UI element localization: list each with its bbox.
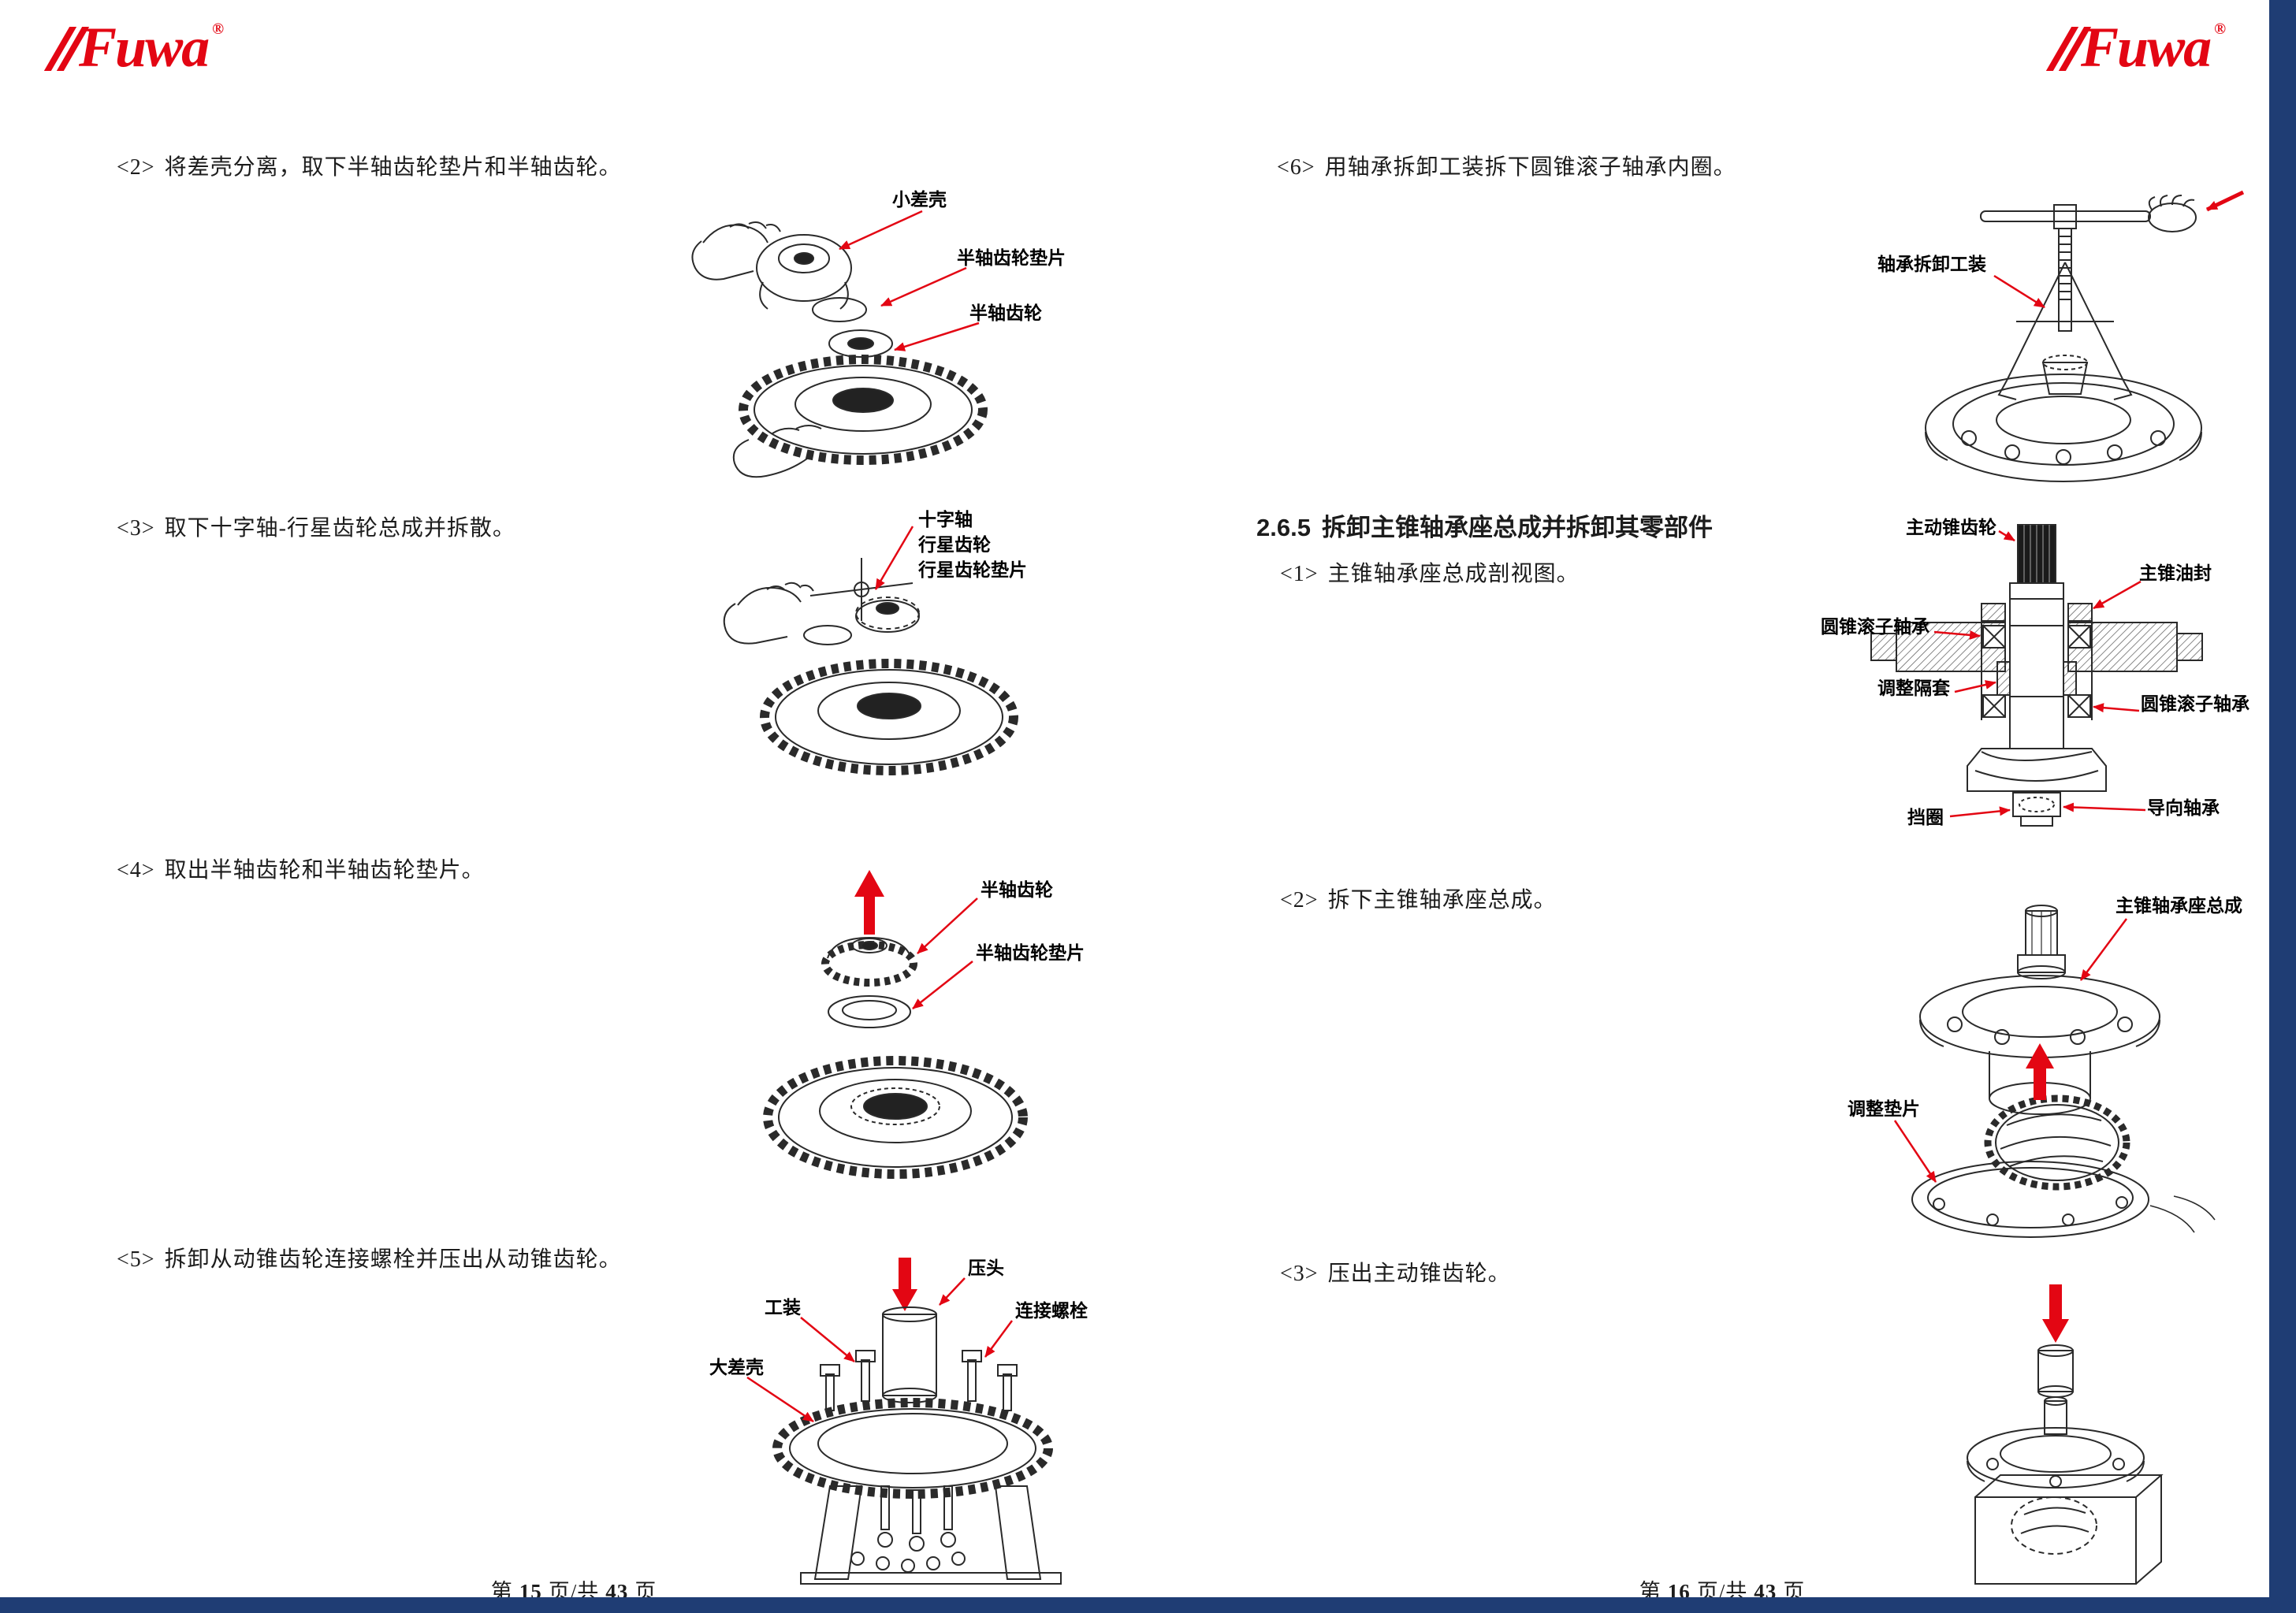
step-text: 取下十字轴-行星齿轮总成并拆散。 (164, 516, 515, 541)
section-title: 拆卸主锥轴承座总成并拆卸其零部件 (1321, 514, 1713, 541)
figure-pinion-housing-cross-section: 主动锥齿轮 主锥油封 圆锥滚子轴承 调整隔套 圆锥滚子轴承 挡圈 导向轴承 (1803, 507, 2261, 854)
part-label-pinion-housing-assembly: 主锥轴承座总成 (2116, 895, 2242, 916)
part-label-retainer-ring: 挡圈 (1907, 807, 1944, 827)
part-label-taper-bearing-upper: 圆锥滚子轴承 (1821, 616, 1929, 637)
step-1-instruction: <1> 主锥轴承座总成剖视图。 (1280, 556, 1580, 588)
part-label-planet-gear-washer: 行星齿轮垫片 (918, 559, 1027, 580)
step-text: 主锥轴承座总成剖视图。 (1327, 562, 1580, 586)
line-art (723, 526, 1018, 775)
step-2r-instruction: <2> 拆下主锥轴承座总成。 (1280, 883, 1557, 914)
step-number: <5> (117, 1247, 155, 1272)
part-label-side-gear: 半轴齿轮 (981, 879, 1053, 900)
part-label-side-gear-washer: 半轴齿轮垫片 (957, 247, 1066, 268)
step-number: <1> (1280, 562, 1319, 586)
part-label-planet-gear: 行星齿轮 (918, 534, 991, 555)
figure-separate-diff-case: 小差壳 半轴齿轮垫片 半轴齿轮 (654, 180, 1096, 495)
step-6-instruction: <6> 用轴承拆卸工装拆下圆锥滚子轴承内圈。 (1277, 150, 1736, 181)
leader-arrows (1993, 190, 2245, 309)
leader-arrows (746, 1277, 1014, 1423)
step-number: <2> (1280, 888, 1319, 912)
step-4-instruction: <4> 取出半轴齿轮和半轴齿轮垫片。 (117, 853, 485, 884)
part-label-cross-shaft: 十字轴 (918, 509, 973, 530)
figure-press-out-pinion (1874, 1275, 2237, 1590)
blue-border-bottom (0, 1597, 2296, 1613)
line-art (1967, 1284, 2164, 1585)
step-2-instruction: <2> 将差壳分离，取下半轴齿轮垫片和半轴齿轮。 (117, 150, 622, 181)
step-number: <4> (117, 858, 155, 883)
step-5-instruction: <5> 拆卸从动锥齿轮连接螺栓并压出从动锥齿轮。 (117, 1242, 622, 1273)
step-text: 将差壳分离，取下半轴齿轮垫片和半轴齿轮。 (164, 155, 622, 180)
part-label-taper-bearing-lower: 圆锥滚子轴承 (2141, 693, 2249, 714)
line-art (1870, 524, 2203, 827)
logo-registered-mark: ® (2214, 20, 2227, 38)
red-up-arrow (2026, 1043, 2054, 1100)
step-number: <2> (117, 155, 155, 180)
step-text: 取出半轴齿轮和半轴齿轮垫片。 (164, 858, 485, 883)
step-text: 拆卸从动锥齿轮连接螺栓并压出从动锥齿轮。 (164, 1247, 622, 1272)
logo-registered-mark: ® (212, 20, 225, 38)
step-text: 拆下主锥轴承座总成。 (1327, 888, 1557, 912)
fuwa-logo-left: Fuwa ® (43, 16, 225, 79)
drawing (1870, 524, 2203, 827)
step-number: <6> (1277, 155, 1315, 180)
section-heading-2-6-5: 2.6.5 拆卸主锥轴承座总成并拆卸其零部件 (1256, 507, 1713, 543)
part-label-connecting-bolt: 连接螺栓 (1015, 1300, 1088, 1321)
drawing (1911, 905, 2216, 1238)
logo-wordmark: Fuwa (79, 16, 210, 79)
line-art (691, 210, 988, 478)
page-16: Fuwa ® <6> 用轴承拆卸工装拆下圆锥滚子轴承内圈。 (1148, 0, 2296, 1613)
figure-remove-pinion-housing: 主锥轴承座总成 调整垫片 (1803, 889, 2261, 1251)
leader-arrows (912, 898, 978, 1009)
figure-bearing-puller: 轴承拆卸工装 (1851, 188, 2261, 503)
drawing (691, 221, 988, 478)
line-art (1925, 190, 2245, 482)
step-text: 压出主动锥齿轮。 (1327, 1262, 1511, 1286)
drawing (1925, 195, 2202, 482)
step-3-instruction: <3> 取下十字轴-行星齿轮总成并拆散。 (117, 511, 515, 542)
step-text: 用轴承拆卸工装拆下圆锥滚子轴承内圈。 (1324, 155, 1736, 180)
leader-arrows (1933, 530, 2146, 818)
part-label-drive-pinion: 主动锥齿轮 (1906, 517, 1996, 537)
part-label-pinion-oil-seal: 主锥油封 (2139, 563, 2212, 583)
fuwa-logo-right: Fuwa ® (2045, 16, 2227, 79)
section-number: 2.6.5 (1256, 514, 1311, 541)
figure-side-gear-removal: 半轴齿轮 半轴齿轮垫片 (708, 857, 1118, 1196)
leader-arrows (839, 210, 980, 351)
red-up-arrow (854, 870, 884, 935)
logo-wordmark: Fuwa (2081, 16, 2212, 79)
drawing (772, 1306, 1062, 1585)
drawing (1967, 1344, 2164, 1585)
line-art (763, 870, 1028, 1179)
red-down-arrow (2042, 1284, 2069, 1343)
drawing (723, 558, 1018, 775)
part-label-large-case: 大差壳 (709, 1357, 764, 1377)
blue-border-right (2269, 0, 2296, 1613)
line-art (746, 1258, 1062, 1585)
part-label-side-gear-washer: 半轴齿轮垫片 (976, 942, 1085, 963)
red-down-arrow (892, 1258, 917, 1311)
leader-arrows (1893, 918, 2128, 1183)
drawing (763, 936, 1028, 1179)
line-art (1893, 905, 2216, 1238)
part-label-adjusting-spacer: 调整隔套 (1877, 678, 1950, 698)
step-3r-instruction: <3> 压出主动锥齿轮。 (1280, 1256, 1511, 1288)
part-label-press-head: 压头 (968, 1258, 1004, 1278)
part-label-adjusting-shim: 调整垫片 (1848, 1098, 1920, 1119)
leader-arrows (874, 526, 914, 590)
figure-press-driven-gear: 压头 工装 连接螺栓 大差壳 (668, 1250, 1141, 1585)
part-label-guide-bearing: 导向轴承 (2147, 797, 2220, 818)
step-number: <3> (117, 516, 155, 541)
part-label-tooling: 工装 (765, 1297, 801, 1318)
page-15: Fuwa ® <2> 将差壳分离，取下半轴齿轮垫片和半轴齿轮。 (43, 16, 1141, 1604)
part-label-bearing-puller: 轴承拆卸工装 (1877, 254, 1986, 274)
step-number: <3> (1280, 1262, 1319, 1286)
part-label-side-gear: 半轴齿轮 (969, 303, 1042, 323)
figure-spider-planet-gears: 十字轴 行星齿轮 行星齿轮垫片 (692, 503, 1102, 818)
part-label-small-case: 小差壳 (892, 189, 947, 210)
